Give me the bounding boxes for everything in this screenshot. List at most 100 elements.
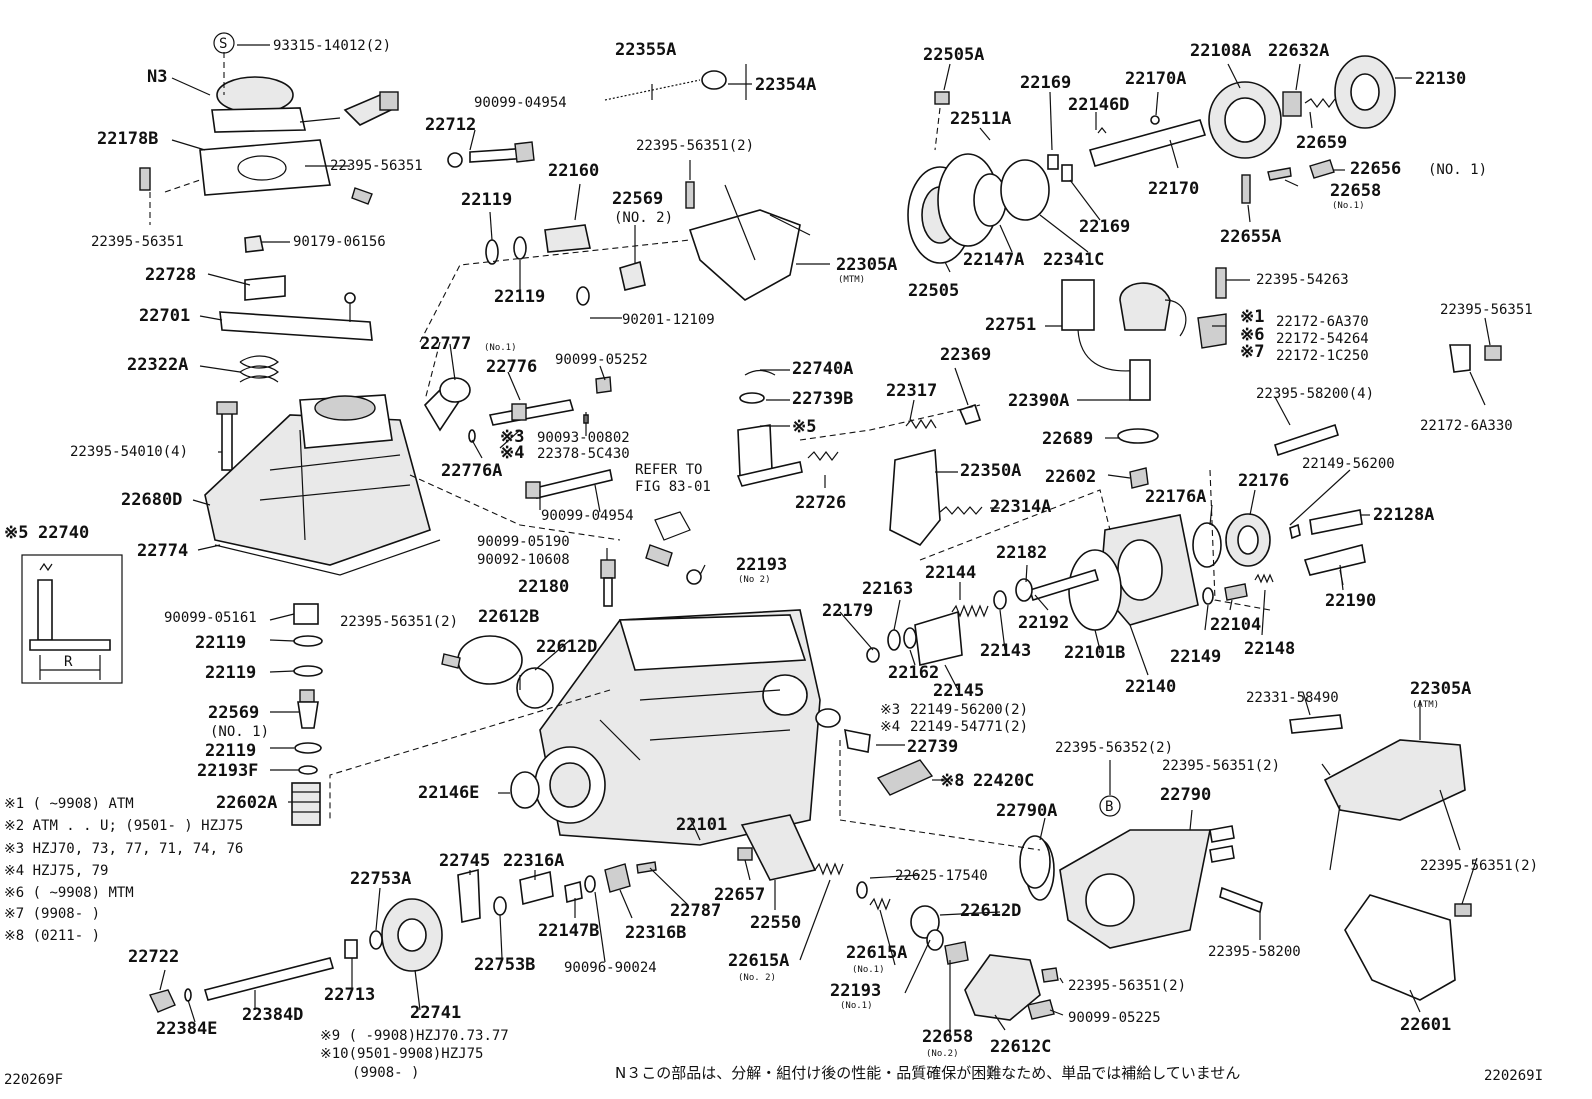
label-22119-e[interactable]: 22119 [205, 741, 256, 761]
label-22753b[interactable]: 22753B [474, 955, 535, 975]
label-22395-56352[interactable]: 22395-56352(2) [1055, 740, 1173, 756]
label-22172-6a330[interactable]: 22172-6A330 [1420, 418, 1513, 434]
label-22625[interactable]: 22625-17540 [895, 868, 988, 884]
label-90099-04954-a[interactable]: 90099-04954 [474, 95, 567, 111]
label-90099-05225[interactable]: 90099-05225 [1068, 1010, 1161, 1026]
label-22655a[interactable]: 22655A [1220, 227, 1281, 247]
label-22632a[interactable]: 22632A [1268, 41, 1329, 61]
label-22395-56351-a[interactable]: 22395-56351 [330, 158, 423, 174]
label-22149-56200[interactable]: 22149-56200 [1302, 456, 1395, 472]
label-22612b[interactable]: 22612B [478, 607, 539, 627]
label-22147b[interactable]: 22147B [538, 921, 599, 941]
label-22170[interactable]: 22170 [1148, 179, 1199, 199]
label-22384d[interactable]: 22384D [242, 1005, 303, 1025]
label-22305a-atm[interactable]: 22305A [1410, 679, 1471, 699]
label-22790a[interactable]: 22790A [996, 801, 1057, 821]
label-22657[interactable]: 22657 [714, 885, 765, 905]
label-22615a-a[interactable]: 22615A [728, 951, 789, 971]
label-22104[interactable]: 22104 [1210, 615, 1261, 635]
label-22314a[interactable]: 22314A [990, 497, 1051, 517]
label-22160[interactable]: 22160 [548, 161, 599, 181]
label-22511a[interactable]: 22511A [950, 109, 1011, 129]
label-90201[interactable]: 90201-12109 [622, 312, 715, 328]
label-22659[interactable]: 22659 [1296, 133, 1347, 153]
label-22128a[interactable]: 22128A [1373, 505, 1434, 525]
label-22130[interactable]: 22130 [1415, 69, 1466, 89]
label-22170a[interactable]: 22170A [1125, 69, 1186, 89]
label-22689[interactable]: 22689 [1042, 429, 1093, 449]
label-22317[interactable]: 22317 [886, 381, 937, 401]
label-22149-54771[interactable]: 22149-54771(2) [910, 719, 1028, 735]
label-22722[interactable]: 22722 [128, 947, 179, 967]
label-22176a[interactable]: 22176A [1145, 487, 1206, 507]
label-22420c[interactable]: 22420C [973, 771, 1034, 791]
label-90099-05190[interactable]: 90099-05190 [477, 534, 570, 550]
label-22395-56351-2b[interactable]: 22395-56351(2) [340, 614, 458, 630]
label-22612d-b[interactable]: 22612D [960, 901, 1021, 921]
label-22680d[interactable]: 22680D [121, 490, 182, 510]
label-22190[interactable]: 22190 [1325, 591, 1376, 611]
label-22569-no1[interactable]: 22569 [208, 703, 259, 723]
label-22101b[interactable]: 22101B [1064, 643, 1125, 663]
label-22739b[interactable]: 22739B [792, 389, 853, 409]
label-22395-56351-2a[interactable]: 22395-56351(2) [636, 138, 754, 154]
label-22602a[interactable]: 22602A [216, 793, 277, 813]
label-22395-56351-b[interactable]: 22395-56351 [91, 234, 184, 250]
label-22602[interactable]: 22602 [1045, 467, 1096, 487]
label-22143[interactable]: 22143 [980, 641, 1031, 661]
label-90096[interactable]: 90096-90024 [564, 960, 657, 976]
label-22505a[interactable]: 22505A [923, 45, 984, 65]
label-22176[interactable]: 22176 [1238, 471, 1289, 491]
label-22776a[interactable]: 22776A [441, 461, 502, 481]
label-22395-56351-2e[interactable]: 22395-56351(2) [1068, 978, 1186, 994]
label-22169-a[interactable]: 22169 [1020, 73, 1071, 93]
label-22144[interactable]: 22144 [925, 563, 976, 583]
label-22395-56351-2d[interactable]: 22395-56351(2) [1420, 858, 1538, 874]
label-22395-56351-c[interactable]: 22395-56351 [1440, 302, 1533, 318]
label-22101[interactable]: 22101 [676, 815, 727, 835]
label-22550[interactable]: 22550 [750, 913, 801, 933]
label-22713[interactable]: 22713 [324, 985, 375, 1005]
label-90099-05161[interactable]: 90099-05161 [164, 610, 257, 626]
label-22745[interactable]: 22745 [439, 851, 490, 871]
label-22728[interactable]: 22728 [145, 265, 196, 285]
label-22701[interactable]: 22701 [139, 306, 190, 326]
label-22322a[interactable]: 22322A [127, 355, 188, 375]
label-22369[interactable]: 22369 [940, 345, 991, 365]
label-90179[interactable]: 90179-06156 [293, 234, 386, 250]
label-22180[interactable]: 22180 [518, 577, 569, 597]
label-22316b[interactable]: 22316B [625, 923, 686, 943]
label-22395-54010[interactable]: 22395-54010(4) [70, 444, 188, 460]
label-22163[interactable]: 22163 [862, 579, 913, 599]
label-90099-05252[interactable]: 90099-05252 [555, 352, 648, 368]
label-22355a[interactable]: 22355A [615, 40, 676, 60]
label-22658-b[interactable]: 22658 [922, 1027, 973, 1047]
label-22753a[interactable]: 22753A [350, 869, 411, 889]
label-22331[interactable]: 22331-58490 [1246, 690, 1339, 706]
label-90099-04954-b[interactable]: 90099-04954 [541, 508, 634, 524]
label-22145[interactable]: 22145 [933, 681, 984, 701]
label-22354a[interactable]: 22354A [755, 75, 816, 95]
label-22140[interactable]: 22140 [1125, 677, 1176, 697]
label-22658-a[interactable]: 22658 [1330, 181, 1381, 201]
label-22601[interactable]: 22601 [1400, 1015, 1451, 1035]
label-22193f[interactable]: 22193F [197, 761, 258, 781]
label-22505[interactable]: 22505 [908, 281, 959, 301]
label-22656[interactable]: 22656 [1350, 159, 1401, 179]
label-n3[interactable]: N3 [147, 67, 167, 87]
label-22712[interactable]: 22712 [425, 115, 476, 135]
label-22172-1c250[interactable]: 22172-1C250 [1276, 348, 1369, 364]
label-22740[interactable]: 22740 [38, 523, 89, 543]
label-22612c[interactable]: 22612C [990, 1037, 1051, 1057]
label-22615a-b[interactable]: 22615A [846, 943, 907, 963]
label-22395-54263[interactable]: 22395-54263 [1256, 272, 1349, 288]
label-22162[interactable]: 22162 [888, 663, 939, 683]
label-22741[interactable]: 22741 [410, 1003, 461, 1023]
label-22119-b[interactable]: 22119 [494, 287, 545, 307]
label-22192[interactable]: 22192 [1018, 613, 1069, 633]
label-22172-6a370[interactable]: 22172-6A370 [1276, 314, 1369, 330]
label-22179[interactable]: 22179 [822, 601, 873, 621]
label-90092[interactable]: 90092-10608 [477, 552, 570, 568]
label-22316a[interactable]: 22316A [503, 851, 564, 871]
label-22751[interactable]: 22751 [985, 315, 1036, 335]
